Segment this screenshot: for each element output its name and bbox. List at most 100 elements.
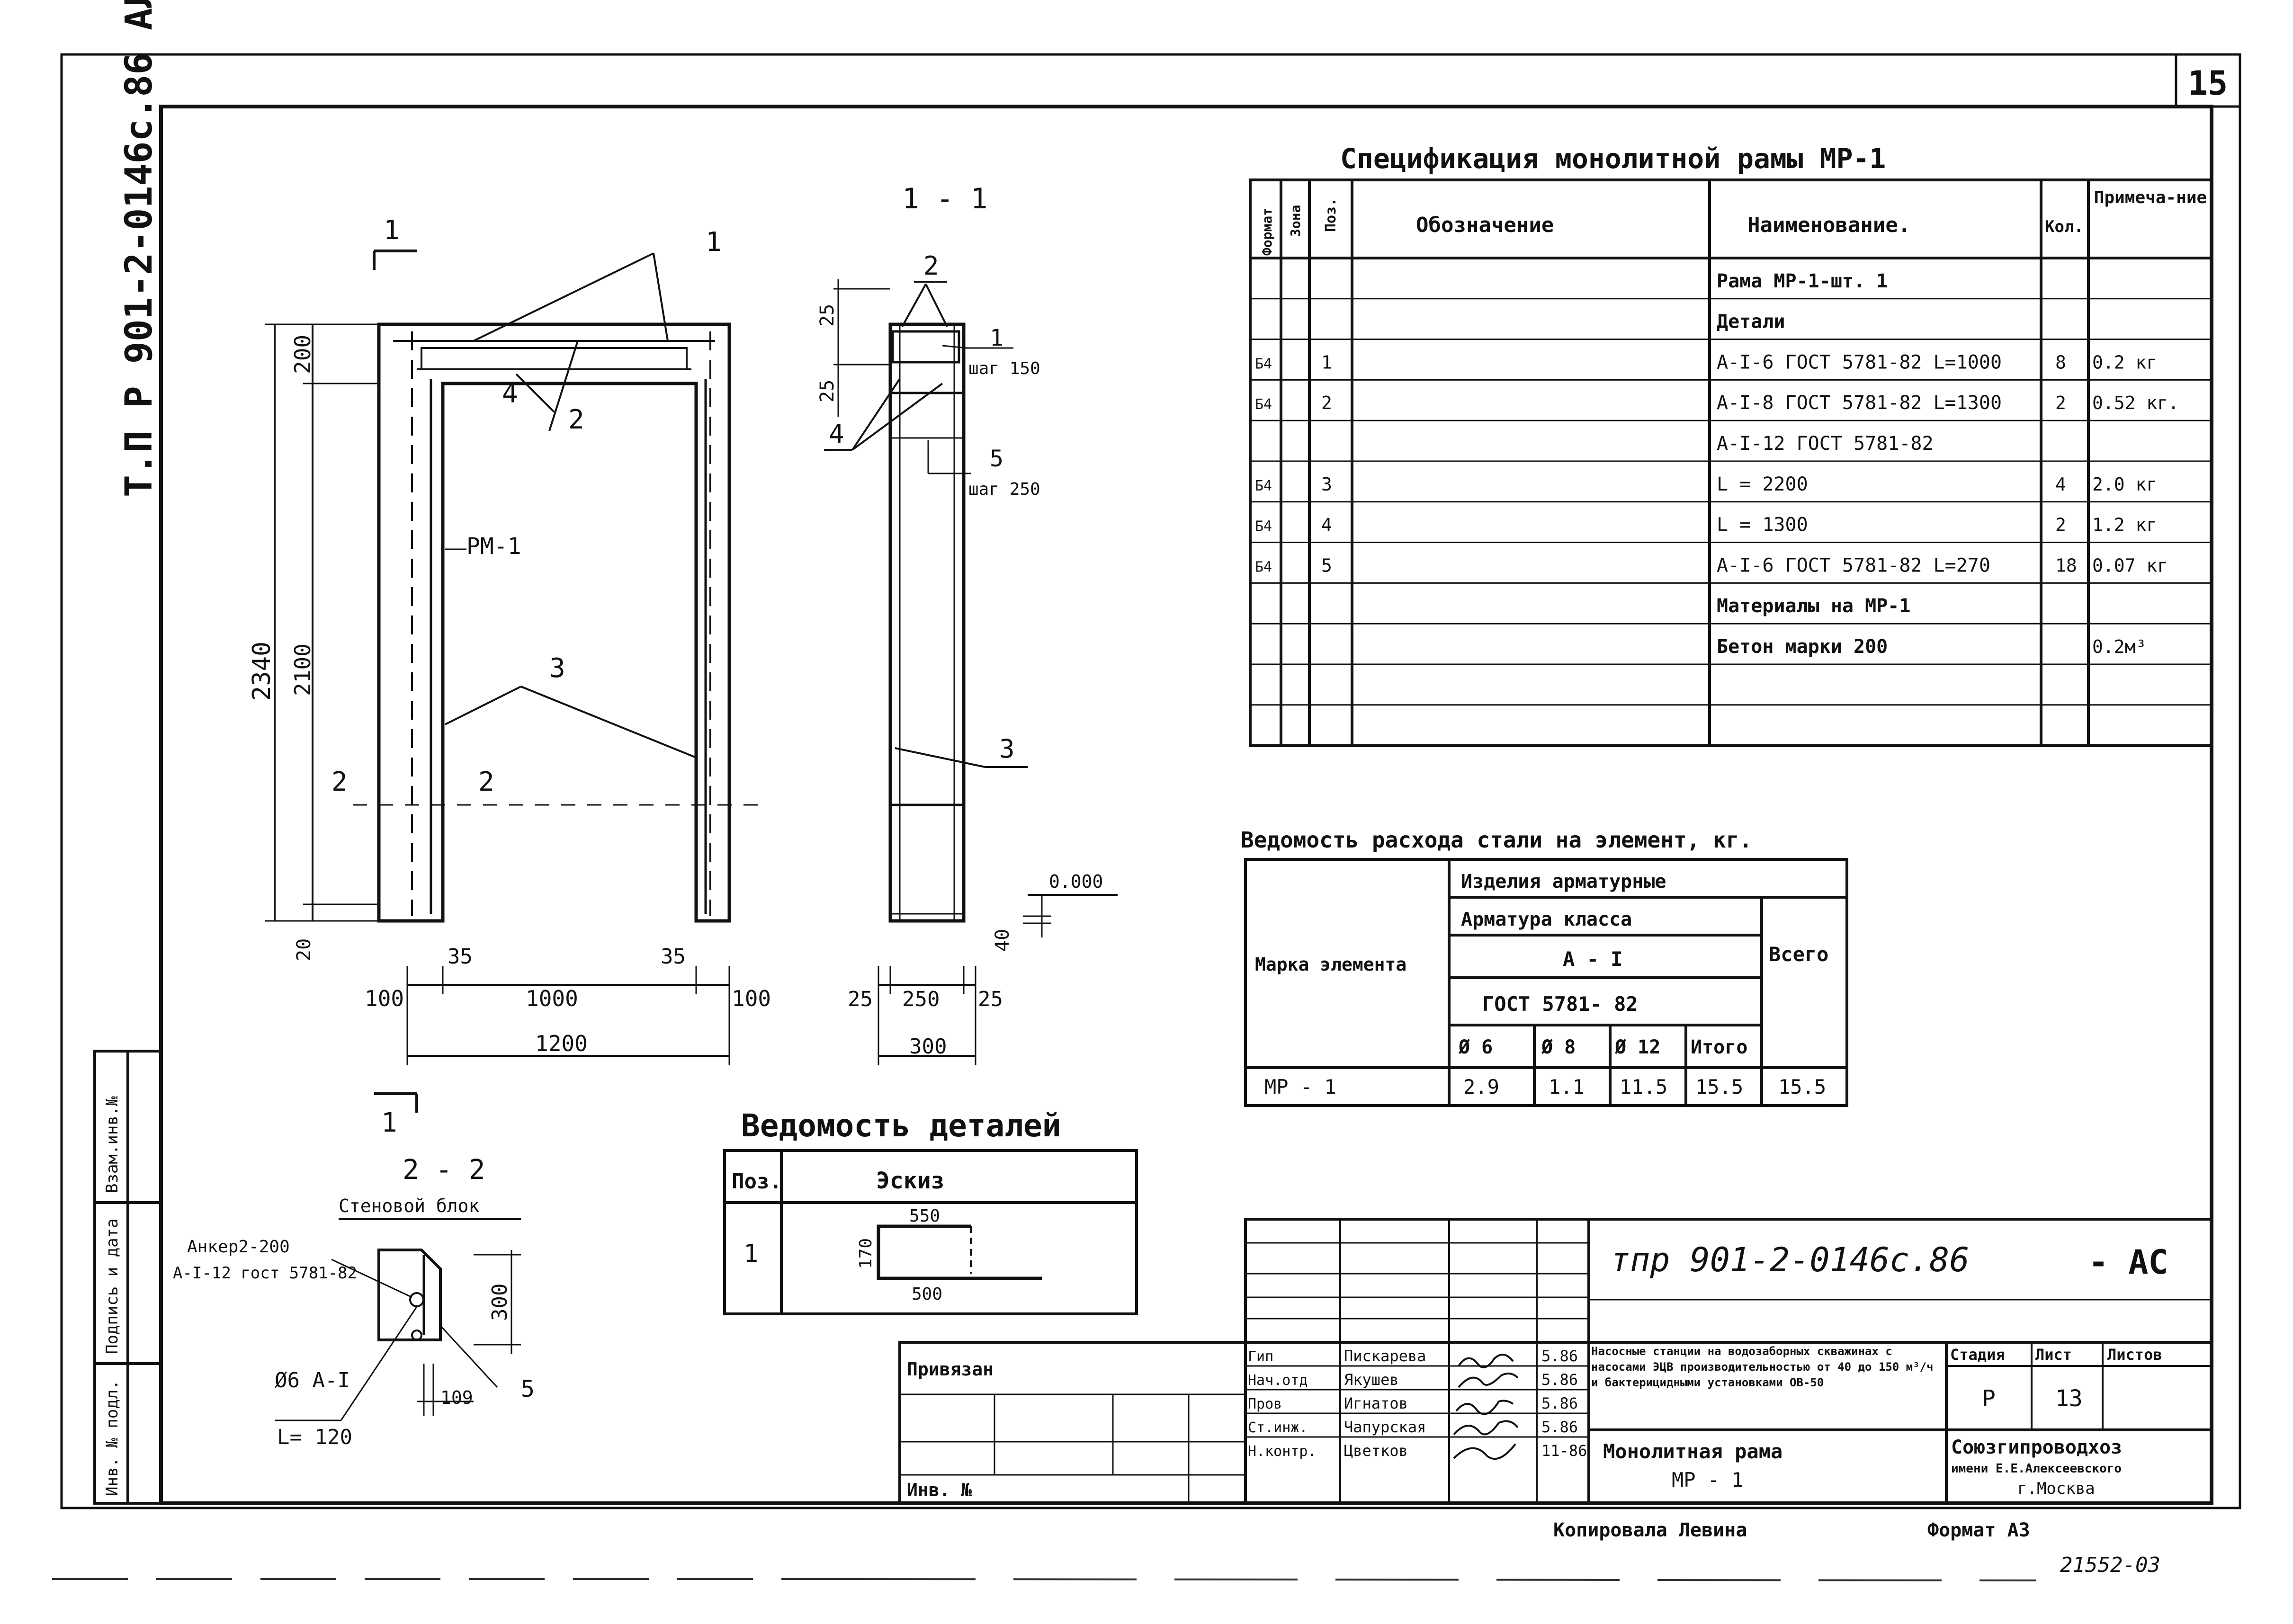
spec-header-name: Наименование.	[1747, 213, 1910, 237]
stamp-dates: 5.86 5.86 5.86 5.86 11-86	[1541, 1347, 1587, 1460]
copied-by: Копировала Левина	[1553, 1519, 1747, 1541]
stamp-org-2: имени Е.Е.Алексеевского	[1951, 1462, 2122, 1476]
section-2-2-wall-block: Стеновой блок	[339, 1196, 480, 1216]
stamp-roles: Гип Нач.отд Пров Ст.инж. Н.контр.	[1248, 1348, 1317, 1460]
spec-header-format: Формат	[1259, 208, 1275, 256]
section-1-1-dim-250: 250	[902, 987, 940, 1011]
callout-3: 3	[549, 653, 565, 684]
spec-cell: 0.2м³	[2092, 636, 2146, 657]
dim-2340: 2340	[248, 642, 276, 701]
spec-cell: Материалы на МР-1	[1717, 595, 1910, 617]
spec-cell: 2	[2055, 515, 2066, 535]
section-2-2-drawing	[275, 1218, 521, 1421]
spec-cell: А-I-6 ГОСТ 5781-82 L=270	[1717, 554, 1990, 576]
spec-header-designation: Обозначение	[1416, 213, 1554, 237]
spec-header-note: Примеча-ние	[2094, 188, 2207, 207]
section-1-1-drawing	[824, 279, 1118, 1065]
section-2-2-dim-109: 109	[440, 1387, 473, 1408]
section-2-2-anchor-1: Анкер2-200	[187, 1237, 290, 1257]
spec-table-grid	[1249, 178, 2213, 747]
spec-cell: 2	[1321, 393, 1332, 413]
callout-4: 4	[502, 378, 518, 409]
stamp-person: Чапурская	[1344, 1418, 1426, 1436]
label-rm1: РМ-1	[466, 533, 521, 560]
spec-cell: А-I-6 ГОСТ 5781-82 L=1000	[1717, 351, 2002, 373]
dim-200: 200	[290, 335, 315, 374]
stamp-date: 5.86	[1541, 1371, 1578, 1389]
spec-cell: Б4	[1255, 559, 1272, 575]
spec-cell: 2.0 кг	[2092, 474, 2157, 495]
spec-cell: 2	[2055, 393, 2066, 413]
details-header-pos: Поз.	[732, 1169, 782, 1194]
stamp-date: 5.86	[1541, 1418, 1578, 1436]
stamp-date: 11-86	[1541, 1442, 1587, 1460]
section-1-1-dim-40: 40	[992, 929, 1013, 952]
spec-header-qty: Кол.	[2045, 217, 2084, 236]
spec-cell: 8	[2055, 352, 2066, 373]
section-1-1-title: 1 - 1	[902, 182, 988, 215]
steel-cell-subtotal: 15.5	[1695, 1075, 1743, 1098]
stamp-org-3: г.Москва	[2017, 1479, 2095, 1498]
dim-100-right: 100	[732, 986, 771, 1011]
stamp-stage: Р	[1982, 1385, 1996, 1412]
steel-cell-d8: 1.1	[1549, 1075, 1585, 1098]
steel-sub-total: Итого	[1691, 1036, 1747, 1058]
details-table-grid	[723, 1149, 1138, 1315]
section-1-1-level: 0.000	[1049, 871, 1103, 892]
steel-cell-total: 15.5	[1778, 1075, 1826, 1098]
stamp-role: Гип	[1248, 1348, 1273, 1365]
steel-title: Ведомость расхода стали на элемент, кг.	[1241, 827, 1752, 853]
steel-header-mark: Марка элемента	[1255, 954, 1406, 975]
spec-header-pos: Поз.	[1323, 198, 1339, 232]
steel-table-grid	[1244, 858, 1848, 1107]
section-2-2-rebar-2: L= 120	[277, 1425, 352, 1449]
details-dim-side: 170	[856, 1238, 876, 1269]
left-strip-replace: Взам.инв.№	[103, 1096, 122, 1193]
spec-cell: 18	[2055, 555, 2077, 576]
stamp-role: Пров	[1248, 1396, 1282, 1412]
spec-cell: 0.07 кг	[2092, 555, 2168, 576]
page-number: 15	[2188, 64, 2228, 103]
scan-artifact-lines	[52, 1578, 2037, 1581]
section-1-1-callout-4: 4	[829, 419, 844, 449]
steel-header-gost: ГОСТ 5781- 82	[1482, 992, 1638, 1016]
section-1-1-step-150: шаг 150	[968, 359, 1040, 378]
section-1-1-dim-25-right: 25	[978, 987, 1003, 1011]
dim-100-left: 100	[365, 986, 404, 1011]
dim-35-right: 35	[661, 945, 686, 969]
section-1-1-dim-300: 300	[909, 1035, 947, 1059]
dim-1000: 1000	[526, 986, 578, 1011]
side-title: Т.П Р 901-2-0146с.86 АЛЬБОМ III	[118, 0, 161, 497]
spec-cell: Б4	[1255, 518, 1272, 535]
stamp-stage-header: Стадия	[1950, 1346, 2005, 1364]
section-1-1-step-250: шаг 250	[968, 480, 1040, 499]
spec-header-zone: Зона	[1288, 205, 1303, 237]
section-mark-top: 1	[384, 215, 400, 246]
spec-cell: L = 2200	[1717, 473, 1808, 495]
section-mark-2-left: 2	[331, 767, 348, 797]
spec-headers: Формат Зона Поз. Обозначение Наименовани…	[1259, 188, 2207, 256]
stamp-role: Н.контр.	[1248, 1443, 1317, 1460]
stamp-org: Союзгипроводхоз	[1951, 1437, 2122, 1458]
callout-2: 2	[568, 404, 584, 435]
title-block-grid	[898, 1218, 2213, 1505]
dim-2100: 2100	[290, 643, 315, 696]
stamp-person: Пискарева	[1344, 1347, 1426, 1365]
section-2-2-rebar-1: Ø6 А-I	[275, 1368, 350, 1392]
details-dim-top: 550	[909, 1206, 940, 1226]
spec-cell: 4	[2055, 474, 2066, 495]
spec-cell: А-I-8 ГОСТ 5781-82 L=1300	[1717, 392, 2002, 414]
archive-number: 21552-03	[2060, 1553, 2160, 1577]
section-1-1-dim-25b: 25	[816, 380, 838, 402]
spec-cell: Бетон марки 200	[1717, 636, 1888, 658]
spec-cell: А-I-12 ГОСТ 5781-82	[1717, 433, 1934, 455]
details-pos-1: 1	[743, 1240, 758, 1268]
stamp-date: 5.86	[1541, 1347, 1578, 1365]
stamp-name: Монолитная рама	[1603, 1440, 1782, 1463]
steel-header-class: Арматура класса	[1461, 909, 1632, 930]
sheet-frame	[60, 53, 2241, 1509]
details-title: Ведомость деталей	[741, 1107, 1061, 1144]
stamp-inv: Инв. №	[907, 1480, 972, 1500]
